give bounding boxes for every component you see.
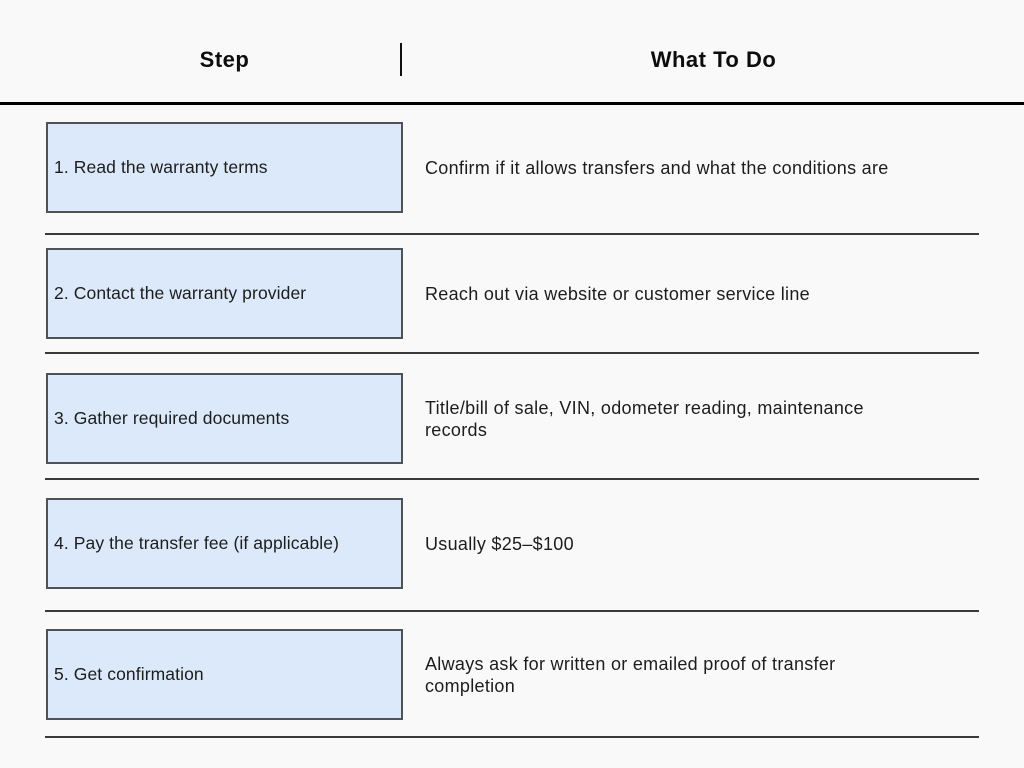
step-label: 2. Contact the warranty provider — [54, 283, 307, 303]
step-label: 3. Gather required documents — [54, 408, 290, 428]
row-divider — [45, 233, 979, 235]
step-cell: 3. Gather required documents — [46, 373, 403, 464]
column-header-step: Step — [199, 47, 250, 72]
what-to-do-text: Title/bill of sale, VIN, odometer readin… — [425, 397, 864, 440]
what-to-do-text: Reach out via website or customer servic… — [425, 283, 810, 304]
row-divider — [45, 736, 979, 738]
step-label: 4. Pay the transfer fee (if applicable) — [54, 533, 340, 553]
row-divider — [45, 478, 979, 480]
step-label: 5. Get confirmation — [54, 664, 204, 684]
step-cell: 4. Pay the transfer fee (if applicable) — [46, 498, 403, 589]
column-header-what-to-do: What To Do — [650, 47, 777, 72]
row-divider — [45, 352, 979, 354]
header-divider — [400, 43, 402, 76]
row-divider — [45, 610, 979, 612]
step-cell: 2. Contact the warranty provider — [46, 248, 403, 339]
what-to-do-text: Usually $25–$100 — [425, 533, 574, 554]
what-to-do-text: Always ask for written or emailed proof … — [425, 653, 836, 696]
header-rule — [0, 102, 1024, 105]
step-cell: 1. Read the warranty terms — [46, 122, 403, 213]
step-label: 1. Read the warranty terms — [54, 157, 268, 177]
step-cell: 5. Get confirmation — [46, 629, 403, 720]
what-to-do-text: Confirm if it allows transfers and what … — [425, 157, 889, 178]
